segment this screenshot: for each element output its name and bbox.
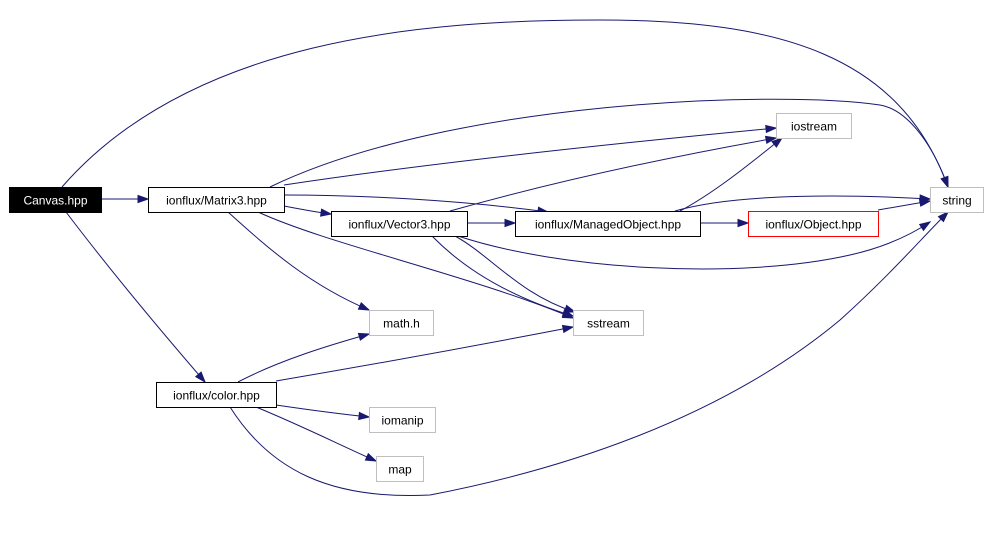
node-color[interactable]: ionflux/color.hpp [156,382,277,408]
arrowhead [918,198,932,207]
arrowhead [764,135,778,144]
node-mathh[interactable]: math.h [369,310,434,336]
node-box [148,187,285,213]
arrowhead [918,221,932,232]
edge-managed-to-iostream [679,137,784,212]
edge-color-to-iomanip [275,404,371,421]
node-box [376,456,424,482]
edge-managed-to-object [700,218,750,228]
arrowhead [137,194,150,204]
node-label: iostream [791,120,837,134]
node-label: math.h [383,317,420,331]
edge-color-to-string [229,210,950,497]
edge-object-to-string [877,198,932,211]
node-box [369,310,434,336]
node-box [573,310,644,336]
edge-line [269,98,949,188]
edge-vector3-to-iostream [449,135,778,212]
edge-color-to-mathh [237,332,371,383]
edge-line [679,137,783,212]
edge-line [457,221,931,270]
node-string[interactable]: string [930,187,984,213]
arrowhead [563,304,577,313]
edge-matrix3-to-mathh [227,211,371,311]
arrowhead [504,218,517,228]
arrowhead [765,124,778,134]
arrowhead [940,175,949,189]
node-canvas[interactable]: Canvas.hpp [9,187,102,213]
node-box [748,211,879,237]
node-box [156,382,277,408]
edge-vector3-to-managed [467,218,517,228]
node-label: iomanip [381,414,423,428]
edge-color-to-sstream [275,324,575,382]
edge-managed-to-string [674,194,932,212]
node-iostream[interactable]: iostream [776,113,852,139]
edge-canvas-to-string [61,19,949,189]
edge-matrix3-to-string [269,98,949,189]
edge-line [431,235,574,317]
edge-line [275,404,370,418]
edge-line [257,211,574,319]
node-label: ionflux/ManagedObject.hpp [535,218,681,232]
edge-canvas-to-matrix3 [101,194,150,204]
arrowhead [358,411,371,421]
node-label: ionflux/Object.hpp [765,218,861,232]
arrowhead [364,452,378,462]
arrowhead [194,371,206,384]
arrowhead [320,208,333,217]
node-label: Canvas.hpp [23,194,87,208]
edge-line [237,333,370,383]
edge-line [674,195,931,212]
edge-line [227,211,370,311]
node-box [9,187,102,213]
node-managed[interactable]: ionflux/ManagedObject.hpp [515,211,701,237]
edge-line [61,19,949,188]
arrowhead [357,301,371,311]
edge-color-to-map [255,406,378,462]
node-label: sstream [587,317,630,331]
node-matrix3[interactable]: ionflux/Matrix3.hpp [148,187,285,213]
node-vector3[interactable]: ionflux/Vector3.hpp [331,211,468,237]
edge-line [454,235,576,313]
nodes-layer: Canvas.hpp ionflux/Matrix3.hpp ionflux/Vec… [9,113,984,482]
edge-line [449,137,777,212]
node-label: ionflux/Vector3.hpp [348,218,450,232]
node-box [515,211,701,237]
edge-line [275,326,574,382]
arrowhead [561,324,575,334]
node-object[interactable]: ionflux/Object.hpp [748,211,879,237]
node-sstream[interactable]: sstream [573,310,644,336]
node-iomanip[interactable]: iomanip [369,407,436,433]
edge-matrix3-to-iostream [283,124,778,186]
arrowhead [771,137,784,148]
arrowhead [357,332,371,341]
node-label: ionflux/Matrix3.hpp [166,194,267,208]
edges-layer [61,19,950,497]
edge-vector3-to-mathh [454,235,577,313]
node-box [331,211,468,237]
node-map[interactable]: map [376,456,424,482]
node-label: string [942,194,971,208]
edge-line [65,211,206,383]
edge-line [255,406,377,462]
edge-line [229,211,949,497]
arrowhead [737,218,750,228]
edge-line [283,127,777,186]
node-label: ionflux/color.hpp [173,389,260,403]
edge-line [283,194,549,213]
arrowhead [937,210,950,223]
edge-vector3-to-string [457,221,932,270]
edge-canvas-to-color [65,211,206,384]
edge-matrix3-to-vector3 [283,205,333,217]
node-box [776,113,852,139]
node-label: map [388,463,412,477]
node-box [930,187,984,213]
node-box [369,407,436,433]
